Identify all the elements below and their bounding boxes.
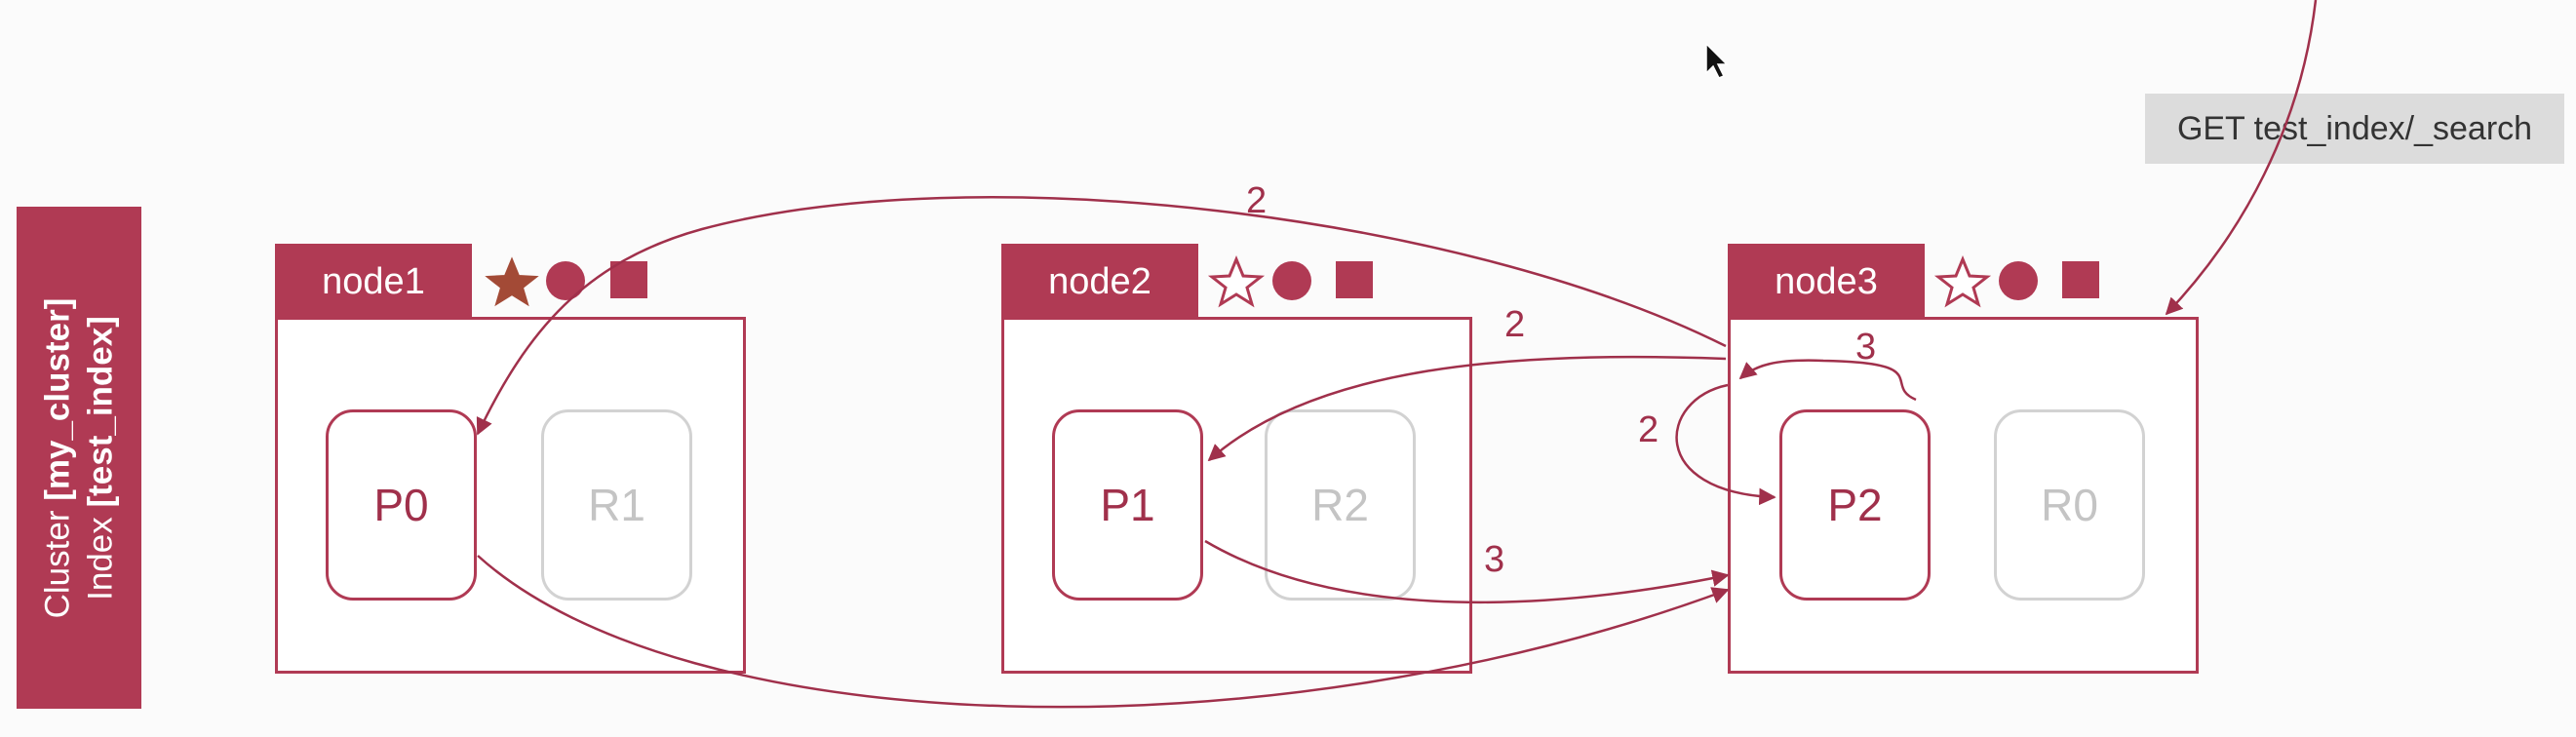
node2-master-star-icon <box>1207 255 1266 308</box>
step-label-2-loop: 2 <box>1638 409 1659 450</box>
node2-data-circle-icon <box>1272 261 1311 300</box>
node3-ingest-square-icon <box>2062 261 2099 298</box>
step-label-2-top: 2 <box>1246 180 1268 221</box>
shard-p2: P2 <box>1779 409 1931 601</box>
arrow-request-to-node3 <box>2165 0 2318 316</box>
arrow-p2-to-node3 <box>1738 359 1917 402</box>
shard-p1: P1 <box>1052 409 1203 601</box>
step-label-3-mid: 3 <box>1484 539 1505 580</box>
arrow-p0-to-node3 <box>477 555 1730 709</box>
request-label: GET test_index/_search <box>2145 94 2564 164</box>
cluster-index-label: Cluster [my_cluster] Index [test_index] <box>17 207 141 709</box>
arrow-node3-to-p1 <box>1207 355 1727 462</box>
shard-r2: R2 <box>1265 409 1416 601</box>
shard-r1: R1 <box>541 409 692 601</box>
arrow-p1-to-node3 <box>1204 539 1730 604</box>
node2-ingest-square-icon <box>1336 261 1373 298</box>
arrow-node3-to-p2 <box>1675 383 1776 506</box>
node2-tab: node2 <box>1001 244 1198 320</box>
shard-r0: R0 <box>1994 409 2145 601</box>
step-label-2-mid: 2 <box>1504 304 1526 345</box>
step-label-3-top: 3 <box>1855 327 1877 368</box>
node3-master-star-icon <box>1933 255 1992 308</box>
node1-master-star-icon <box>485 256 539 307</box>
shard-p0: P0 <box>326 409 477 601</box>
arrow-node3-to-p0 <box>476 196 1727 436</box>
node1-ingest-square-icon <box>610 261 647 298</box>
node3-tab: node3 <box>1728 244 1925 320</box>
node3-data-circle-icon <box>1999 261 2038 300</box>
node1-data-circle-icon <box>546 261 585 300</box>
node1-tab: node1 <box>275 244 472 320</box>
